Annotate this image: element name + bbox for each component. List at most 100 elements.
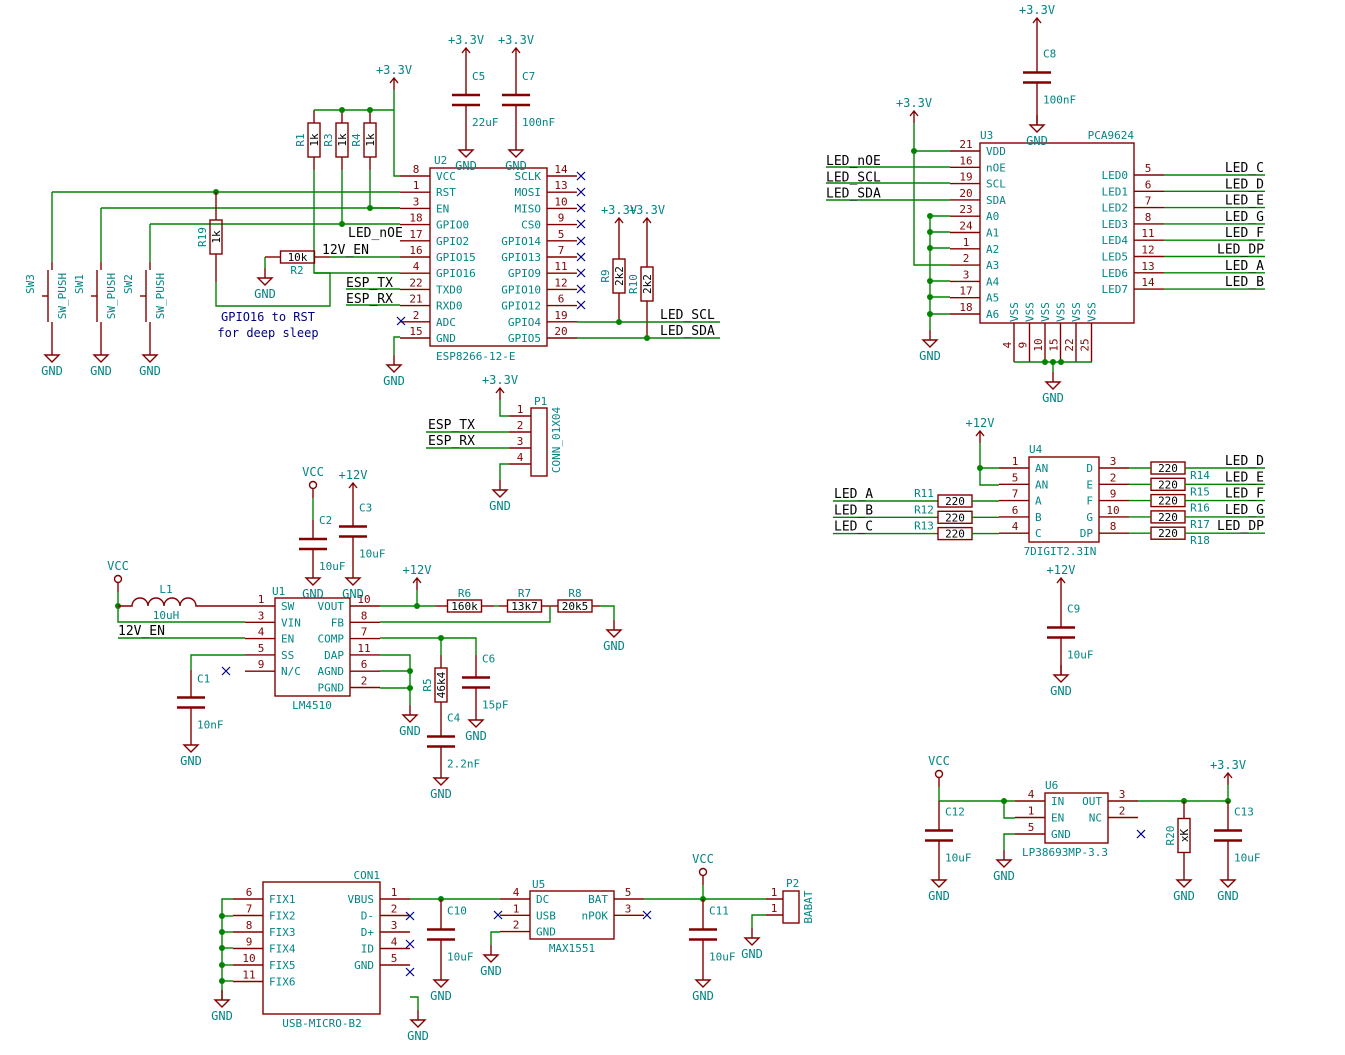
pin-number: 10 [1106,504,1119,517]
note-line-2: for deep sleep [217,326,318,340]
cap-value: 100nF [522,116,555,129]
pin-number: 24 [959,220,973,233]
vcc-label: VCC [692,852,714,866]
resistor-ref: R13 [914,520,934,533]
power-label: +3.3V [1210,758,1246,772]
pin-name: VCC [436,170,456,183]
ground-symbol [921,330,939,348]
pin-number: 1 [413,179,420,192]
cap-ref: C13 [1234,806,1254,819]
resistor-body [363,122,377,158]
resistor-value: 220 [1158,511,1178,524]
resistor-ref: R19 [196,227,209,247]
cap-value: 10uF [319,560,346,573]
resistor-value: 220 [945,495,965,508]
net-label: LED_A [834,487,873,502]
net-label: LED_D [1225,454,1264,469]
ground-symbol [432,768,450,786]
net-label: LED_SDA [826,187,881,202]
net-12v-en: 12V_EN [322,243,369,258]
net-esp-rx: ESP_RX [346,292,393,307]
pin-name: AN [1035,462,1048,475]
resistor-ref: R15 [1190,485,1210,498]
ground-symbol [43,345,61,363]
junction-dot [219,962,225,968]
power-label: +3.3V [1019,3,1055,17]
pin-name: A6 [986,308,999,321]
resistor-ref: R1 [294,133,307,146]
ground-symbol [213,990,231,1008]
resistor-ref: R5 [421,678,434,691]
pin-number: 18 [409,212,422,225]
pin-number: 6 [1012,504,1019,517]
wire [751,914,766,928]
no-connect-mark [576,236,586,246]
no-connect-mark [576,284,586,294]
cap-ref: C4 [447,712,461,725]
wire [1003,801,1015,819]
pin-number: 15 [409,325,422,338]
cap-value: 10uF [1234,852,1261,865]
resistor-ref: R14 [1190,469,1210,482]
pin-name: CS0 [521,219,541,232]
p2-ref: P2 [786,877,799,890]
ground-label: GND [254,287,276,301]
pin-number: 3 [258,609,265,622]
pin-name: GND [436,332,456,345]
l1-value: 10uH [153,609,180,622]
ground-symbol [1028,115,1046,133]
junction-dot [367,107,373,113]
u2-ref: U2 [434,154,447,167]
ground-label: GND [342,587,364,601]
ground-symbol [1052,665,1070,683]
pin-name: LED1 [1102,185,1129,198]
pin-name: RST [436,186,456,199]
power-arrow [511,46,521,60]
ground-label: GND [993,869,1015,883]
switch-value: SW_PUSH [105,273,118,319]
inductor-coil [118,597,245,607]
switch-value: SW_PUSH [56,273,69,319]
power-arrow [461,46,471,60]
resistor-value: 1k [308,133,321,147]
cap-ref: C6 [482,653,495,666]
pin-number: 5 [1028,821,1035,834]
no-connect-mark [405,967,415,977]
pin-number: 6 [246,886,253,899]
ground-label: GND [430,989,452,1003]
no-connect-mark [576,203,586,213]
wire [499,463,509,480]
pin-name: D- [361,910,374,923]
resistor-value: 10k [288,251,308,264]
vcc-circle [308,480,318,490]
ground-label: GND [399,724,421,738]
ground-symbol [457,140,475,158]
u1-value: LM4510 [292,699,332,712]
resistor-ref: R6 [458,587,471,600]
pin-number: 1 [771,902,778,915]
pin-number: 4 [258,626,265,639]
pin-number: 5 [1012,471,1019,484]
pin-number: 4 [413,260,420,273]
junction-dot [927,294,933,300]
ground-symbol [694,970,712,988]
net-label: LED_A [1225,259,1264,274]
pin-number: 3 [1110,455,1117,468]
no-connect-mark [642,910,652,920]
l1-ref: L1 [159,583,172,596]
pin-name: FIX3 [269,926,296,939]
ground-symbol [482,945,500,963]
vcc-circle [934,769,944,779]
cap-value: 10uF [1067,649,1094,662]
resistor-body [434,667,448,703]
power-label: +3.3V [448,33,484,47]
pin-name: AN [1035,478,1048,491]
ground-label: GND [1173,889,1195,903]
resistor-value: 20k5 [562,600,589,613]
pin-name: FIX6 [269,976,296,989]
pin-name: GPIO10 [501,283,541,296]
u3-ref: U3 [980,129,993,142]
junction-dot [927,311,933,317]
cap-value: 15pF [482,699,509,712]
u1-ref: U1 [272,585,285,598]
